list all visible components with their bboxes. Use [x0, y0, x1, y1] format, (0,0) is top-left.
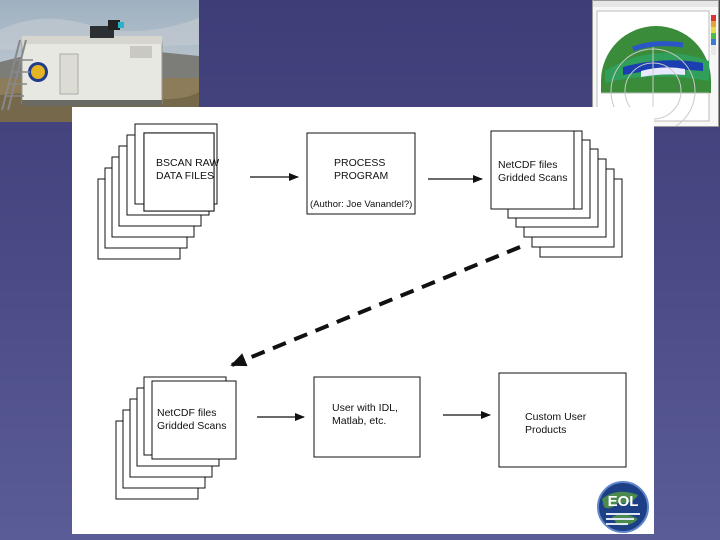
process-program-label: PROCESS PROGRAM	[334, 157, 389, 183]
data-flow-diagram: EOL BSCAN RAW DATA FILES PROCESS PROGRAM…	[72, 107, 654, 534]
netcdf-label-top: NetCDF files Gridded Scans	[498, 159, 567, 185]
raw-data-files-front-sheet	[143, 132, 215, 212]
netcdf-label-top-line2: Gridded Scans	[498, 172, 568, 184]
eol-logo: EOL	[597, 481, 649, 533]
dashed-arrow-to-user-copy	[230, 245, 521, 367]
netcdf-label-bottom: NetCDF files Gridded Scans	[157, 407, 226, 433]
user-label: User with IDL, Matlab, etc.	[332, 402, 398, 428]
netcdf-label-top-line1: NetCDF files	[498, 159, 558, 171]
netcdf-label-bottom-line1: NetCDF files	[157, 407, 217, 419]
raw-data-label: BSCAN RAW DATA FILES	[156, 157, 219, 183]
custom-products-label: Custom User Products	[525, 411, 586, 437]
raw-data-label-line2: DATA FILES	[156, 170, 214, 182]
custom-products-label-line1: Custom User	[525, 411, 587, 423]
lidar-trailer-photo	[0, 0, 199, 122]
custom-products-box	[498, 372, 627, 468]
custom-products-label-line2: Products	[525, 424, 567, 436]
radar-scan-image	[592, 0, 719, 127]
author-label: (Author: Joe Vanandel?)	[310, 199, 413, 210]
user-label-line2: Matlab, etc.	[332, 415, 387, 427]
eol-logo-text: EOL	[608, 493, 639, 510]
user-box	[313, 376, 421, 458]
netcdf-label-bottom-line2: Gridded Scans	[157, 420, 227, 432]
process-program-label-line1: PROCESS	[334, 157, 386, 169]
raw-data-label-line1: BSCAN RAW	[156, 157, 220, 169]
user-label-line1: User with IDL,	[332, 402, 398, 414]
netcdf-files-front-sheet-top	[490, 130, 575, 210]
process-program-label-line2: PROGRAM	[334, 170, 389, 182]
netcdf-files-front-sheet-bottom	[151, 380, 237, 460]
process-program-box	[306, 132, 416, 215]
